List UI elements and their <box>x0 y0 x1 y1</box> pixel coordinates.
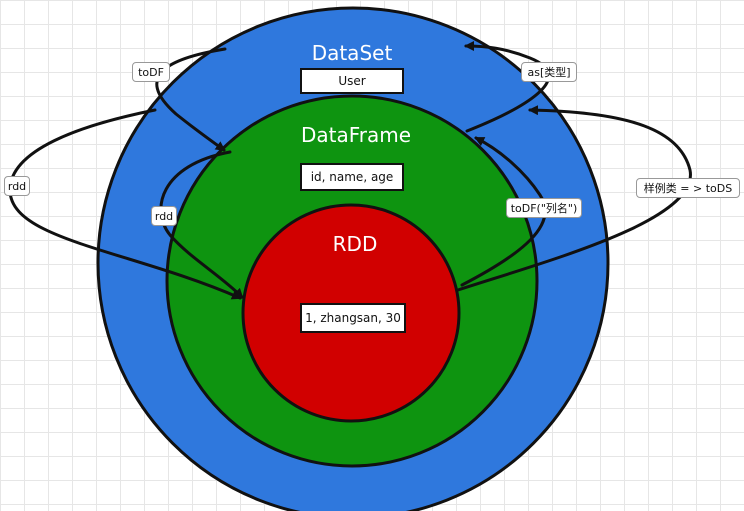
rdd-inner-arrow <box>159 150 244 299</box>
dataset-title: DataSet <box>312 41 393 65</box>
dataframe-box: id, name, age <box>300 163 404 191</box>
rdd-inner-label: rdd <box>151 206 177 226</box>
case-class-label: 样例类 = > toDS <box>636 178 740 198</box>
rdd-title: RDD <box>333 232 378 256</box>
as-type-label: as[类型] <box>521 62 577 82</box>
rdd-box: 1, zhangsan, 30 <box>300 303 406 333</box>
dataset-box: User <box>300 68 404 94</box>
todf-outer-label: toDF <box>132 62 170 82</box>
rdd-outer-arrow <box>8 108 242 300</box>
rdd-outer-label: rdd <box>4 176 30 196</box>
dataframe-title: DataFrame <box>301 123 411 147</box>
todf-outer-arrow <box>155 47 227 152</box>
todf-columns-label: toDF("列名") <box>506 198 582 218</box>
